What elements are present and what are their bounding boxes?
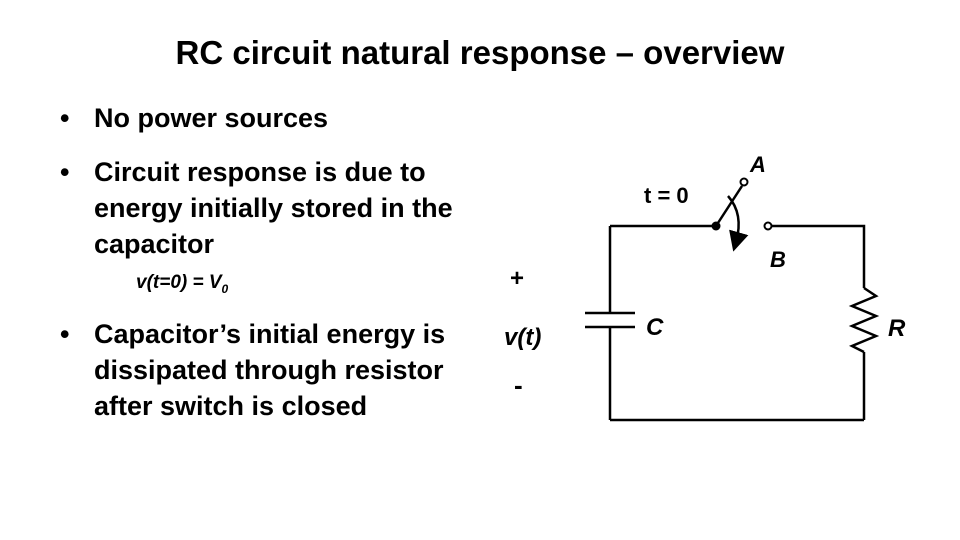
- contact-b: [763, 221, 773, 231]
- resistor-label: R: [888, 315, 906, 342]
- equation-main: v(t=0) = V: [136, 272, 222, 293]
- equation-subscript: 0: [221, 281, 229, 296]
- terminal-a-label: A: [749, 152, 766, 177]
- switch-pivot-dot: [711, 221, 721, 231]
- voltage-label: v(t): [504, 324, 541, 351]
- initial-condition-equation: v(t=0) = V0: [58, 268, 468, 304]
- capacitor-label: C: [646, 314, 664, 341]
- terminal-b-label: B: [770, 247, 786, 272]
- bullet-energy-dissipated: Capacitor’s initial energy is dissipated…: [58, 316, 468, 424]
- right-wire-upper: [768, 224, 866, 288]
- switch-time-label: t = 0: [644, 183, 689, 208]
- resistor-zigzag: [848, 286, 880, 354]
- rc-circuit-diagram: t = 0 A B + v(t) - C R: [504, 152, 906, 422]
- switch-motion-arrow: [727, 195, 749, 252]
- bullet-energy-stored: Circuit response is due to energy initia…: [58, 154, 468, 262]
- switch-blade: [714, 185, 744, 227]
- bullet-no-power-sources: No power sources: [58, 100, 468, 136]
- minus-sign: -: [514, 370, 523, 400]
- bullet-list: No power sources Circuit response is due…: [58, 100, 468, 424]
- plus-sign: +: [510, 265, 524, 292]
- slide-title: RC circuit natural response – overview: [175, 34, 785, 71]
- contact-a: [739, 177, 749, 187]
